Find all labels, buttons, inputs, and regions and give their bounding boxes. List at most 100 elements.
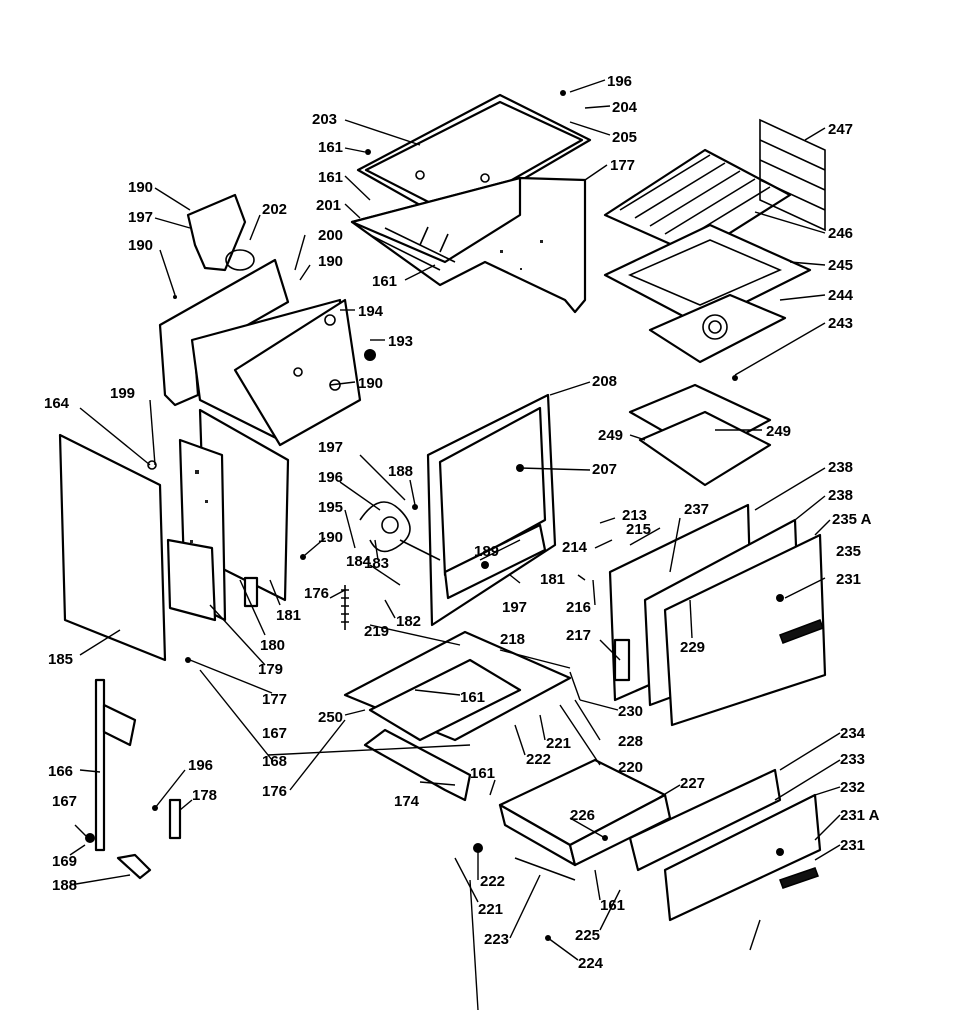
label-231a: 231 A xyxy=(840,807,880,824)
label-164: 164 xyxy=(44,395,70,412)
label-205: 205 xyxy=(612,129,637,146)
label-221: 221 xyxy=(546,735,571,752)
part-number-labels: 196 204 205 203 161 177 247 161 201 190 … xyxy=(44,73,880,972)
label-231: 231 xyxy=(836,571,861,588)
label-201: 201 xyxy=(316,197,341,214)
label-215: 215 xyxy=(626,521,651,538)
label-197: 197 xyxy=(128,209,153,226)
label-176: 176 xyxy=(262,783,287,800)
label-214: 214 xyxy=(562,539,588,556)
label-196: 196 xyxy=(607,73,632,90)
label-167: 167 xyxy=(52,793,77,810)
label-225: 225 xyxy=(575,927,600,944)
label-228: 228 xyxy=(618,733,643,750)
label-168: 168 xyxy=(262,753,287,770)
label-219: 219 xyxy=(364,623,389,640)
label-204: 204 xyxy=(612,99,638,116)
label-197: 197 xyxy=(318,439,343,456)
broiler-shield-247 xyxy=(759,118,826,232)
control-plate-180 xyxy=(243,576,259,608)
label-230: 230 xyxy=(618,703,643,720)
label-196: 196 xyxy=(188,757,213,774)
oven-rack-246 xyxy=(603,148,792,257)
label-193: 193 xyxy=(388,333,413,350)
label-238: 238 xyxy=(828,487,853,504)
label-221: 221 xyxy=(478,901,503,918)
oven-door-238 xyxy=(608,503,827,727)
label-227: 227 xyxy=(680,775,705,792)
burner-tray-244 xyxy=(648,293,787,364)
label-220: 220 xyxy=(618,759,643,776)
oven-liner-back xyxy=(190,298,376,447)
side-panel-185 xyxy=(58,433,167,662)
label-166: 166 xyxy=(48,763,73,780)
label-183: 183 xyxy=(364,555,389,572)
label-247: 247 xyxy=(828,121,853,138)
label-177: 177 xyxy=(262,691,287,708)
label-244: 244 xyxy=(828,287,854,304)
label-224: 224 xyxy=(578,955,604,972)
cooktop-top-panel xyxy=(356,93,592,224)
label-161: 161 xyxy=(460,689,485,706)
label-181: 181 xyxy=(276,607,301,624)
label-174: 174 xyxy=(394,793,420,810)
label-197: 197 xyxy=(502,599,527,616)
label-161: 161 xyxy=(318,169,343,186)
storage-drawer-227 xyxy=(498,758,672,867)
label-208: 208 xyxy=(592,373,617,390)
label-226: 226 xyxy=(570,807,595,824)
label-218: 218 xyxy=(500,631,525,648)
label-161: 161 xyxy=(318,139,343,156)
label-237: 237 xyxy=(684,501,709,518)
label-184: 184 xyxy=(346,553,372,570)
drawer-slide-223 xyxy=(514,857,576,881)
label-190: 190 xyxy=(358,375,383,392)
label-178: 178 xyxy=(192,787,217,804)
label-161: 161 xyxy=(470,765,495,782)
bottom-tray-219 xyxy=(343,630,572,742)
label-190: 190 xyxy=(128,179,153,196)
label-188: 188 xyxy=(52,877,77,894)
label-207: 207 xyxy=(592,461,617,478)
label-181: 181 xyxy=(540,571,565,588)
label-176: 176 xyxy=(304,585,329,602)
oven-front-frame xyxy=(426,393,557,627)
label-234: 234 xyxy=(840,725,866,742)
label-238: 238 xyxy=(828,459,853,476)
label-167: 167 xyxy=(262,725,287,742)
label-202: 202 xyxy=(262,201,287,218)
oven-bottom-245 xyxy=(603,223,812,327)
label-235: 235 xyxy=(836,543,861,560)
burner-box-frame xyxy=(350,176,587,314)
label-231: 231 xyxy=(840,837,865,854)
label-177: 177 xyxy=(610,157,635,174)
label-194: 194 xyxy=(358,303,384,320)
label-190: 190 xyxy=(128,237,153,254)
label-229: 229 xyxy=(680,639,705,656)
label-249: 249 xyxy=(766,423,791,440)
label-213: 213 xyxy=(622,507,647,524)
label-245: 245 xyxy=(828,257,853,274)
label-189: 189 xyxy=(474,543,499,560)
small-bracket-178 xyxy=(168,798,182,840)
label-161: 161 xyxy=(600,897,625,914)
label-200: 200 xyxy=(318,227,343,244)
hinge-169 xyxy=(116,853,152,880)
label-222: 222 xyxy=(526,751,551,768)
broiler-pan-249 xyxy=(628,383,772,487)
label-180: 180 xyxy=(260,637,285,654)
label-199: 199 xyxy=(110,385,135,402)
valve-assembly-186 xyxy=(359,501,441,561)
label-190: 190 xyxy=(318,253,343,270)
label-196: 196 xyxy=(318,469,343,486)
label-169: 169 xyxy=(52,853,77,870)
label-188: 188 xyxy=(388,463,413,480)
label-249: 249 xyxy=(598,427,623,444)
label-233: 233 xyxy=(840,751,865,768)
label-185: 185 xyxy=(48,651,73,668)
label-235a: 235 A xyxy=(832,511,872,528)
label-203: 203 xyxy=(312,111,337,128)
oven-side-wall xyxy=(166,408,290,622)
